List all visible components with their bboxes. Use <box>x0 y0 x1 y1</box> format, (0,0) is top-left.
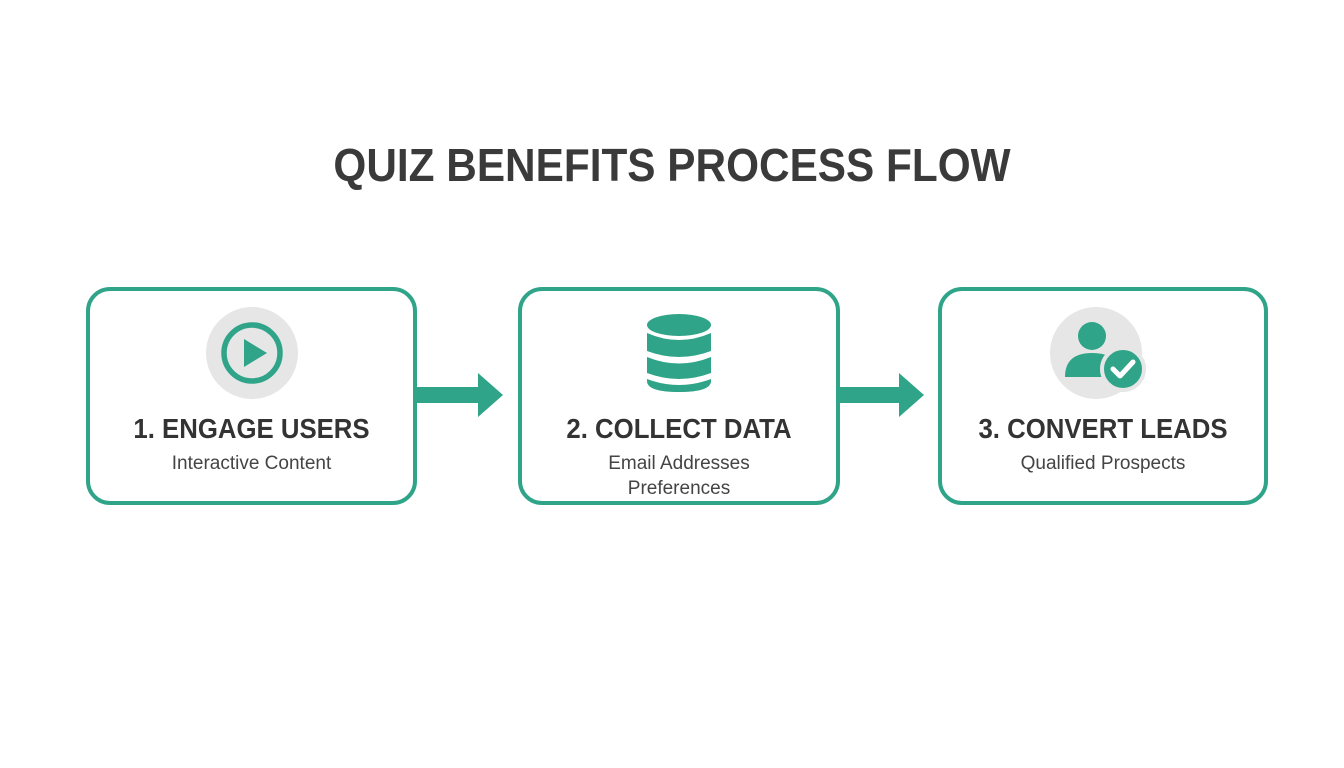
step-description: Interactive Content <box>171 453 332 474</box>
step-heading: 1. ENGAGE USERS <box>133 413 370 444</box>
step-description: Preferences <box>627 478 731 499</box>
step-description: Qualified Prospects <box>1020 453 1186 474</box>
step-heading: 3. CONVERT LEADS <box>978 413 1228 444</box>
step-heading: 2. COLLECT DATA <box>566 413 792 444</box>
step-description: Email Addresses <box>608 453 750 474</box>
arrow-right-icon <box>838 373 924 417</box>
diagram-title: QUIZ BENEFITS PROCESS FLOW <box>333 139 1011 191</box>
database-icon <box>647 314 711 392</box>
play-circle-icon <box>206 307 298 399</box>
user-check-icon <box>1050 307 1146 399</box>
arrow-right-icon <box>417 373 503 417</box>
step-card-collect-data: 2. COLLECT DATA Email Addresses Preferen… <box>518 287 840 505</box>
step-card-convert-leads: 3. CONVERT LEADS Qualified Prospects <box>938 287 1268 505</box>
step-card-engage-users: 1. ENGAGE USERS Interactive Content <box>86 287 417 505</box>
